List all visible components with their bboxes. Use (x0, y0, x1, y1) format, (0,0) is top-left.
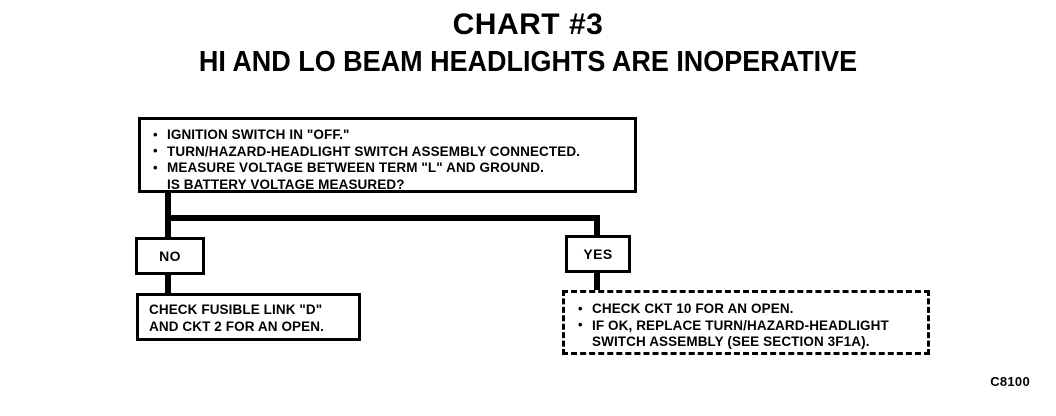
question-box: IGNITION SWITCH IN "OFF." TURN/HAZARD-HE… (138, 117, 637, 193)
no-result-box: CHECK FUSIBLE LINK "D" AND CKT 2 FOR AN … (136, 293, 361, 341)
connector-yes-to-result (594, 271, 600, 292)
connector-to-no-branch (165, 215, 171, 239)
connector-horizontal-bus (165, 215, 600, 221)
question-line-3: MEASURE VOLTAGE BETWEEN TERM "L" AND GRO… (152, 160, 634, 177)
no-branch-label: NO (159, 248, 181, 264)
yes-result-box: CHECK CKT 10 FOR AN OPEN. IF OK, REPLACE… (562, 290, 930, 355)
no-result-line-1: CHECK FUSIBLE LINK "D" (149, 302, 323, 317)
question-line-4: IS BATTERY VOLTAGE MEASURED? (167, 176, 405, 192)
question-line-1: IGNITION SWITCH IN "OFF." (152, 127, 634, 144)
chart-title: CHART #3 (452, 8, 604, 41)
question-line-2: TURN/HAZARD-HEADLIGHT SWITCH ASSEMBLY CO… (152, 143, 634, 161)
yes-branch-box: YES (565, 235, 631, 273)
connector-question-stub (165, 192, 171, 220)
no-branch-box: NO (135, 237, 205, 275)
figure-reference-code: C8100 (990, 374, 1030, 389)
no-result-line-2: AND CKT 2 FOR AN OPEN. (149, 318, 324, 334)
connector-to-yes-branch (594, 215, 600, 237)
chart-subtitle: HI AND LO BEAM HEADLIGHTS ARE INOPERATIV… (198, 46, 858, 78)
yes-result-line-3: SWITCH ASSEMBLY (SEE SECTION 3F1A). (592, 334, 870, 349)
yes-result-line-1: CHECK CKT 10 FOR AN OPEN. (577, 301, 927, 318)
connector-no-to-result (165, 273, 171, 295)
yes-result-line-2: IF OK, REPLACE TURN/HAZARD-HEADLIGHT (577, 317, 927, 335)
yes-branch-label: YES (583, 246, 613, 262)
